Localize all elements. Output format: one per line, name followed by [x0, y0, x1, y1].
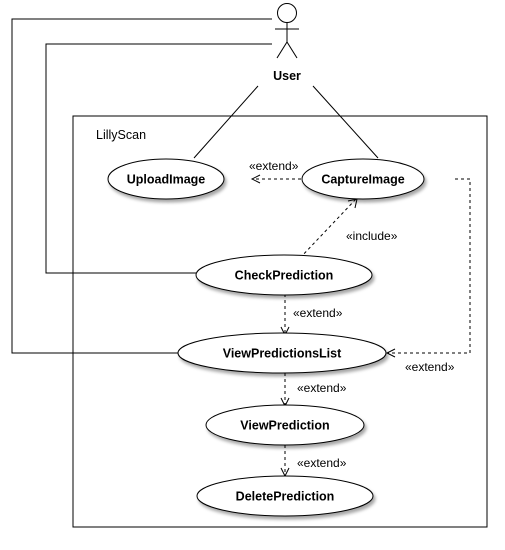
actor-user[interactable]: User: [273, 3, 301, 84]
use-case-view-prediction[interactable]: ViewPrediction: [205, 404, 365, 446]
use-case-upload-image[interactable]: UploadImage: [107, 158, 225, 200]
assoc-user-upload: [193, 85, 259, 159]
use-case-label: DeletePrediction: [236, 490, 335, 504]
rel-capture-extends-list: [388, 178, 471, 354]
use-case-view-predictions-list[interactable]: ViewPredictionsList: [177, 332, 387, 374]
label-capture-extends-list: «extend»: [405, 360, 455, 374]
use-case-capture-image[interactable]: CaptureImage: [301, 158, 425, 200]
use-case-label: ViewPredictionsList: [223, 347, 342, 361]
label-check-includes-capture: «include»: [346, 229, 398, 243]
label-list-extends-check: «extend»: [293, 306, 343, 320]
label-view-extends-list: «extend»: [297, 381, 347, 395]
actor-right-leg: [286, 41, 298, 59]
use-case-label: UploadImage: [127, 173, 206, 187]
actor-head: [277, 3, 297, 23]
system-name: LillyScan: [96, 128, 146, 142]
actor-name: User: [273, 69, 301, 83]
assoc-user-capture: [312, 85, 379, 159]
assoc-user-list: [11, 18, 272, 354]
arrowhead-upload: [250, 174, 261, 184]
use-case-delete-prediction[interactable]: DeletePrediction: [196, 475, 374, 517]
use-case-label: CaptureImage: [321, 173, 404, 187]
use-case-label: CheckPrediction: [235, 269, 334, 283]
label-capture-extends-upload: «extend»: [249, 159, 299, 173]
rel-check-includes-capture: [299, 198, 357, 259]
assoc-user-check: [45, 43, 272, 274]
use-case-check-prediction[interactable]: CheckPrediction: [195, 254, 373, 296]
use-case-label: ViewPrediction: [240, 419, 329, 433]
label-delete-extends-view: «extend»: [297, 456, 347, 470]
actor-left-leg: [276, 41, 288, 59]
arrowhead-list-right: [385, 348, 396, 358]
